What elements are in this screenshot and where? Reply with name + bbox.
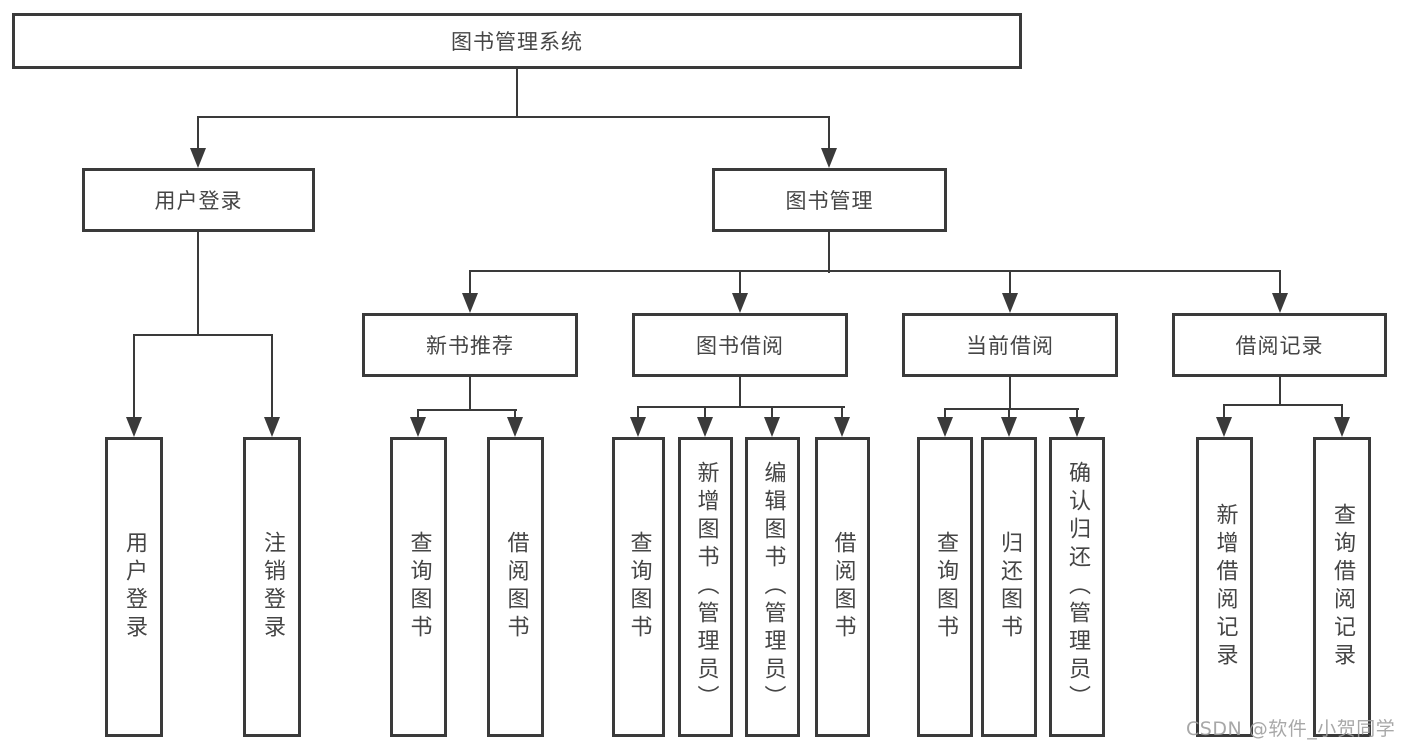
arrow-to-user-login — [190, 117, 206, 168]
arrow-to-leaf-edit-book — [764, 407, 780, 437]
connector-borrow-records-trunk — [1278, 377, 1282, 406]
leaf-query-borrow-record: 查询借阅记录 — [1313, 437, 1371, 737]
leaf-logout: 注销登录 — [243, 437, 301, 737]
leaf-confirm-return-admin-label: 确认归还（管理员） — [1065, 461, 1090, 713]
node-new-book-recommend-label: 新书推荐 — [426, 334, 514, 358]
leaf-add-book-admin-label: 新增图书（管理员） — [693, 461, 719, 713]
node-user-login-label: 用户登录 — [154, 189, 243, 213]
leaf-query-books-1: 查询图书 — [390, 437, 447, 737]
node-current-borrow: 当前借阅 — [902, 313, 1118, 377]
leaf-return-book-label: 归还图书 — [997, 531, 1022, 643]
leaf-borrow-books-2-label: 借阅图书 — [830, 531, 856, 643]
leaf-query-books-3-label: 查询图书 — [933, 531, 958, 643]
arrow-to-book-borrow — [732, 271, 748, 313]
arrow-to-leaf-query-books-1 — [410, 410, 426, 437]
leaf-add-book-admin: 新增图书（管理员） — [678, 437, 733, 737]
node-borrow-records: 借阅记录 — [1172, 313, 1387, 377]
connector-root-bar — [196, 115, 830, 119]
leaf-borrow-books-1: 借阅图书 — [487, 437, 544, 737]
node-user-login: 用户登录 — [82, 168, 315, 232]
node-book-borrow-label: 图书借阅 — [696, 334, 784, 358]
arrow-to-leaf-borrow-books-2 — [834, 407, 850, 437]
leaf-add-borrow-record-label: 新增借阅记录 — [1212, 503, 1238, 671]
leaf-borrow-books-1-label: 借阅图书 — [503, 531, 529, 643]
arrow-to-leaf-query-books-3 — [937, 409, 953, 437]
node-current-borrow-label: 当前借阅 — [966, 334, 1054, 358]
csdn-watermark: CSDN @软件_小贺同学 — [1186, 718, 1396, 740]
node-system-root: 图书管理系统 — [12, 13, 1022, 69]
arrow-to-leaf-add-borrow-record — [1216, 405, 1232, 437]
connector-new-book-recommend-trunk — [468, 377, 472, 411]
leaf-query-borrow-record-label: 查询借阅记录 — [1330, 503, 1355, 671]
leaf-add-borrow-record: 新增借阅记录 — [1196, 437, 1253, 737]
leaf-query-books-2-label: 查询图书 — [626, 531, 652, 643]
connector-borrow-records-bar — [1222, 403, 1344, 407]
node-borrow-records-label: 借阅记录 — [1235, 334, 1324, 358]
arrow-to-borrow-records — [1272, 271, 1288, 313]
arrow-to-current-borrow — [1002, 271, 1018, 313]
node-new-book-recommend: 新书推荐 — [362, 313, 578, 377]
leaf-edit-book-admin-label: 编辑图书（管理员） — [760, 461, 786, 713]
leaf-logout-label: 注销登录 — [260, 531, 285, 643]
connector-book-management-bar — [468, 269, 1282, 273]
arrow-to-leaf-user-login — [126, 336, 142, 437]
arrow-to-leaf-confirm-return — [1069, 409, 1085, 437]
leaf-confirm-return-admin: 确认归还（管理员） — [1049, 437, 1105, 737]
connector-current-borrow-bar — [943, 407, 1080, 411]
arrow-to-leaf-query-borrow-record — [1334, 405, 1350, 437]
connector-current-borrow-trunk — [1008, 377, 1012, 410]
connector-root-trunk — [515, 69, 519, 118]
arrow-to-book-management — [821, 117, 837, 168]
node-system-root-label: 图书管理系统 — [451, 30, 583, 54]
leaf-user-login-label: 用户登录 — [122, 531, 147, 643]
connector-user-login-trunk — [196, 232, 200, 336]
connector-book-management-trunk — [827, 232, 831, 273]
arrow-to-leaf-add-book — [697, 407, 713, 437]
leaf-query-books-1-label: 查询图书 — [406, 531, 432, 643]
leaf-user-login: 用户登录 — [105, 437, 163, 737]
arrow-to-new-book-recommend — [462, 271, 478, 313]
connector-new-book-recommend-bar — [416, 408, 518, 412]
leaf-borrow-books-2: 借阅图书 — [815, 437, 870, 737]
arrow-to-leaf-borrow-books-1 — [507, 410, 523, 437]
arrow-to-leaf-query-books-2 — [630, 407, 646, 437]
leaf-return-book: 归还图书 — [981, 437, 1037, 737]
arrow-to-leaf-return-book — [1001, 409, 1017, 437]
node-book-borrow: 图书借阅 — [632, 313, 848, 377]
leaf-query-books-2: 查询图书 — [612, 437, 665, 737]
arrow-to-leaf-logout — [264, 336, 280, 437]
node-book-management: 图书管理 — [712, 168, 947, 232]
leaf-query-books-3: 查询图书 — [917, 437, 973, 737]
connector-user-login-bar — [132, 333, 274, 337]
connector-book-borrow-bar — [636, 405, 846, 409]
node-book-management-label: 图书管理 — [785, 189, 874, 213]
leaf-edit-book-admin: 编辑图书（管理员） — [745, 437, 800, 737]
connector-book-borrow-trunk — [738, 377, 742, 408]
